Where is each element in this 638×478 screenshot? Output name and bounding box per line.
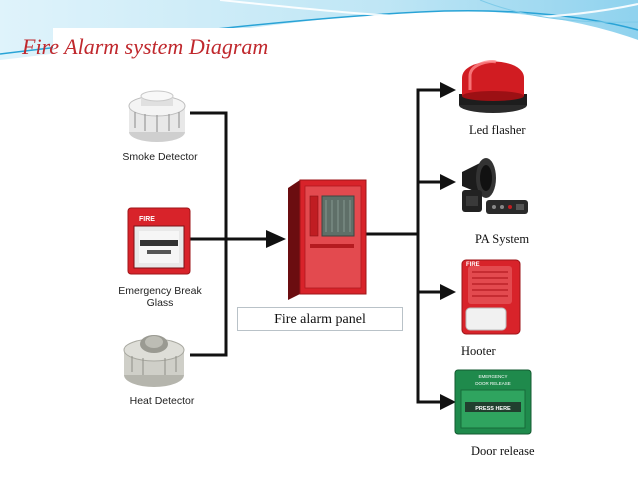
break-glass-label-line2: Glass <box>146 297 174 309</box>
fire-alarm-panel-label: Fire alarm panel <box>237 307 403 331</box>
fire-alarm-panel-icon <box>288 179 367 300</box>
door-release-icon: EMERGENCY DOOR RELEASE PRESS HERE <box>454 369 532 435</box>
led-flasher-label: Led flasher <box>469 123 526 137</box>
heat-detector-label: Heat Detector <box>129 395 195 407</box>
arrow-to-led-flasher-icon <box>440 82 456 98</box>
slide-title: Fire Alarm system Diagram <box>22 34 269 59</box>
output-bus-line <box>416 88 445 404</box>
hooter-device-text: FIRE <box>466 262 480 268</box>
door-release-text-line2: DOOR RELEASE <box>475 381 511 386</box>
pa-system-icon <box>462 158 528 214</box>
arrow-to-hooter-icon <box>440 284 456 300</box>
break-glass-label: Emergency Break Glass <box>110 285 210 309</box>
smoke-detector-icon <box>128 90 186 142</box>
arrow-to-pa-system-icon <box>440 174 456 190</box>
arrow-to-door-release-icon <box>440 394 456 410</box>
led-flasher-icon <box>459 60 527 113</box>
diagram-canvas <box>53 28 435 460</box>
smoke-detector-label: Smoke Detector <box>122 151 198 163</box>
break-glass-label-line1: Emergency Break <box>118 285 202 297</box>
hooter-label: Hooter <box>461 344 496 358</box>
arrowheads <box>266 82 456 410</box>
heat-detector-icon <box>123 335 185 387</box>
break-glass-icon: FIRE <box>127 207 191 275</box>
connector-lines <box>190 88 445 404</box>
pa-system-label: PA System <box>475 232 530 246</box>
break-glass-device-text: FIRE <box>139 216 155 223</box>
hooter-icon: FIRE <box>461 259 521 335</box>
arrow-to-panel-icon <box>266 230 286 248</box>
door-release-text-line1: EMERGENCY <box>478 374 507 379</box>
door-release-text-line3: PRESS HERE <box>475 406 511 412</box>
door-release-label: Door release <box>471 444 535 458</box>
input-bus-line <box>190 111 228 357</box>
